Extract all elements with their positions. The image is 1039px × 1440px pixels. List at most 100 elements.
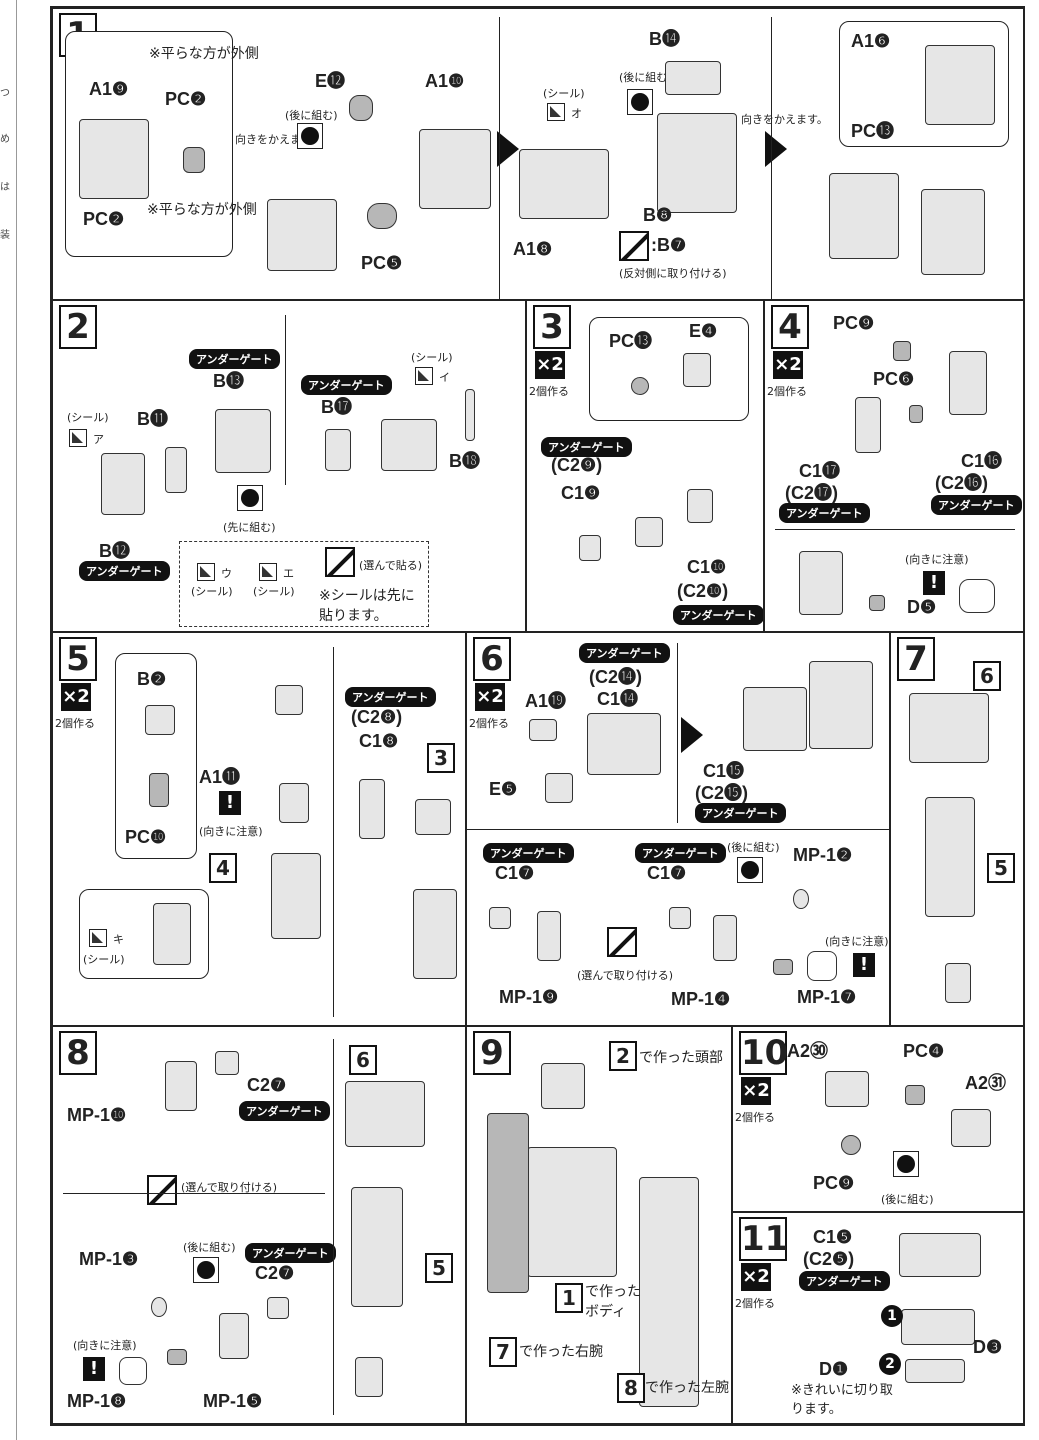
part-shape [793, 889, 809, 909]
quantity-badge: ×2 [773, 351, 803, 379]
body-part-shape [527, 1147, 617, 1277]
step-11-panel: 11 ×2 2個作る C1❺ (C2❺) アンダーゲート D❸ D❶ ※きれいに… [732, 1212, 1024, 1424]
quantity-note: 2個作る [735, 1111, 775, 1124]
part-label: B❽ [643, 205, 673, 225]
part-label: A2㉚ [787, 1041, 829, 1061]
polycap-shape [149, 773, 169, 807]
part-label: PC❹ [903, 1041, 945, 1061]
reference-step-5: 5 [425, 1253, 453, 1283]
step-number: 2 [59, 305, 97, 349]
part-shape [855, 397, 881, 453]
quantity-badge: ×2 [475, 683, 505, 711]
part-shape [925, 45, 995, 125]
seal-icon [259, 563, 277, 581]
detail-view [959, 579, 995, 613]
instruction-sheet [50, 6, 1025, 1426]
reference-step-1: 1 [555, 1283, 583, 1313]
part-label: A1⓫ [199, 767, 241, 787]
caution-note: (向きに注意) [905, 553, 969, 566]
quantity-badge: ×2 [61, 683, 91, 711]
step-number: 11 [739, 1217, 789, 1261]
seal-note: (シール) [67, 411, 109, 424]
part-label: A1❿ [425, 71, 465, 91]
assemble-later-icon [193, 1257, 219, 1283]
part-shape [587, 713, 661, 775]
part-label: D❺ [907, 597, 937, 617]
part-shape [325, 429, 351, 471]
part-label: PC❾ [813, 1173, 855, 1193]
part-shape [279, 783, 309, 823]
quantity-note: 2個作る [55, 717, 95, 730]
opposite-side-icon [619, 231, 649, 261]
under-gate-badge: アンダーゲート [695, 803, 786, 823]
seal-icon [69, 429, 87, 447]
step-number: 4 [771, 305, 809, 349]
part-label: MP-1❷ [793, 845, 853, 865]
part-label: PC⓭ [609, 331, 653, 351]
step-number: 7 [897, 637, 935, 681]
inset-callout [589, 317, 749, 421]
part-label: E❹ [689, 321, 718, 341]
hand-part-shape [355, 1357, 383, 1397]
part-label: MP-1❺ [203, 1391, 263, 1411]
edge-text: め [0, 134, 10, 145]
part-shape [215, 409, 271, 473]
part-label: C1❾ [561, 483, 601, 503]
reference-step-7: 7 [489, 1337, 517, 1367]
part-label: MP-1❼ [797, 987, 857, 1007]
part-label: A1❻ [851, 31, 891, 51]
polycap-shape [841, 1135, 861, 1155]
seal-icon [197, 563, 215, 581]
part-shape [153, 903, 191, 965]
part-shape [635, 517, 663, 547]
step-number: 5 [59, 637, 97, 681]
order-step-1-icon: 1 [881, 1305, 903, 1327]
part-shape [275, 685, 303, 715]
choose-note: (選んで取り付ける) [577, 969, 674, 982]
detail-view [119, 1357, 147, 1385]
part-shape [809, 661, 873, 749]
step-10-panel: 10 ×2 2個作る A2㉚ PC❹ A2㉛ PC❾ (後に組む) [732, 1026, 1024, 1212]
part-label: (C2❽) [351, 707, 403, 727]
under-gate-badge: アンダーゲート [345, 687, 436, 707]
polycap-shape [905, 1085, 925, 1105]
reference-step-8: 8 [617, 1373, 645, 1403]
part-label: (C2❺) [803, 1249, 855, 1269]
seal-first-note: ※シールは先に貼ります。 [319, 588, 415, 624]
part-shape [79, 119, 149, 199]
caution-icon: ! [83, 1357, 105, 1381]
part-shape [381, 419, 437, 471]
part-shape [773, 959, 793, 975]
part-label: (C2⓯) [695, 783, 748, 803]
part-label: A1⓳ [525, 691, 567, 711]
next-arrow [765, 131, 787, 167]
part-shape [825, 1071, 869, 1107]
hand-part-shape [713, 915, 737, 961]
seal-letter: ア [93, 433, 104, 446]
under-gate-badge: アンダーゲート [79, 561, 170, 581]
seal-letter: エ [283, 567, 294, 580]
part-label: PC❺ [361, 253, 403, 273]
quantity-note: 2個作る [529, 385, 569, 398]
part-label: MP-1❿ [67, 1105, 127, 1125]
quantity-badge: ×2 [535, 351, 565, 379]
step-7-panel: 7 6 5 [890, 632, 1024, 1026]
step-4-panel: 4 ×2 2個作る PC❾ PC❻ C1⓰ (C2⓰) アンダーゲート C1⓱ … [764, 300, 1024, 632]
divider [677, 643, 678, 823]
part-label: E❺ [489, 779, 518, 799]
arm-part-shape [487, 1113, 529, 1293]
under-gate-badge: アンダーゲート [673, 605, 763, 625]
part-label: C1⓰ [961, 451, 1003, 471]
reference-step-6: 6 [973, 661, 1001, 691]
part-shape [545, 773, 573, 803]
head-part-shape [541, 1063, 585, 1109]
cut-cleanly-note: ※きれいに切り取ります。 [791, 1383, 893, 1417]
seal-letter: ウ [221, 567, 232, 580]
part-label: (C2⓮) [589, 667, 642, 687]
part-label: B⓭ [213, 371, 244, 391]
part-shape [267, 199, 337, 271]
part-shape [901, 1309, 975, 1345]
under-gate-badge: アンダーゲート [189, 349, 280, 369]
part-label: C1⓮ [597, 689, 639, 709]
under-gate-badge: アンダーゲート [635, 843, 726, 863]
